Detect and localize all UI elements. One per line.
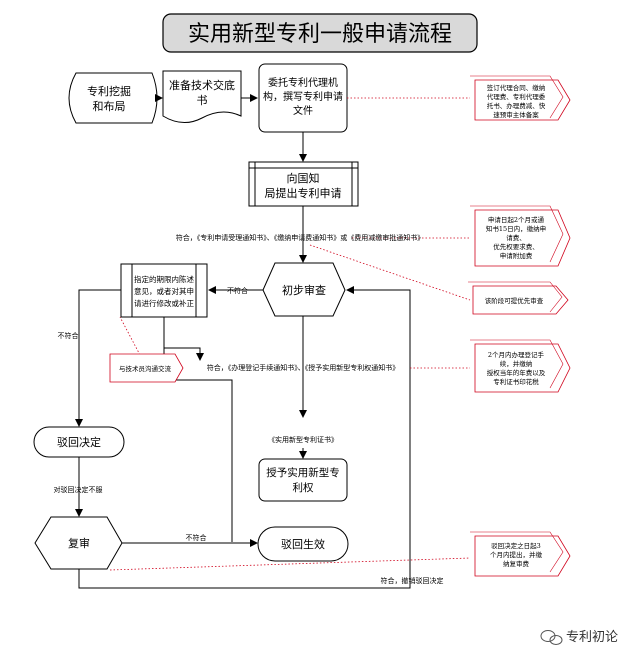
node-label-line: 准备技术交底	[169, 78, 235, 92]
note-line: 签订代理合同、缴纳	[487, 83, 546, 92]
note-registration: 2个月内办理登记手 续，并缴纳 授权当年的年费以及 专利证书印花税	[470, 339, 571, 393]
node-label-line: 向国知	[287, 171, 320, 185]
edge-revoke-loop	[78, 286, 411, 589]
note-line: 授权当年的年费以及	[487, 368, 546, 377]
edge-label-not-conform-left: 不符合	[227, 286, 248, 295]
note-line: 驳回决定之日起3	[491, 541, 541, 550]
note-priority-exam: 该阶段可提优先审查	[468, 281, 569, 315]
node-label: 初步审查	[282, 283, 326, 297]
note-line: 与技术员沟通交流	[119, 364, 172, 373]
node-label-line: 意见，或者对其申	[134, 286, 194, 296]
node-label-line: 授予实用新型专	[266, 466, 340, 479]
edge-label-certificate: 《实用新型专利证书》	[268, 435, 338, 444]
edge-label-register: 符合，《办理登记手续通知书》、《授予实用新型专利权通知书》	[207, 363, 400, 372]
node-label-line: 专利挖掘	[87, 84, 131, 98]
node-label-line: 构，撰写专利申请	[263, 90, 343, 103]
node-label-line: 书	[197, 94, 208, 107]
node-label: 复审	[68, 536, 90, 550]
edge-label-dissatisfied: 对驳回决定不服	[54, 485, 103, 494]
edge-label-accept: 符合，《专利申请受理通知书》、《缴纳申请费通知书》或《费用减缴审批通知书》	[176, 233, 425, 242]
node-submit-application: 向国知 局提出专利申请	[248, 161, 359, 207]
node-label-line: 和布局	[93, 100, 126, 113]
edge-correct-to-register	[163, 317, 204, 361]
note-line: 速预审主体备案	[493, 110, 539, 119]
note-line: 专利证书印花税	[493, 377, 539, 386]
note-line: 纳复审费	[503, 559, 530, 568]
connector-note6	[119, 316, 141, 356]
watermark: 专利初论	[540, 630, 618, 645]
node-submit-corrections: 指定的期限内陈述 意见，或者对其申 请进行修改或补正	[120, 263, 208, 318]
edge-label-reexam-not-conform: 不符合	[186, 533, 207, 542]
page-title: 实用新型专利一般申请流程	[162, 13, 478, 53]
note-line: 请费、	[506, 233, 526, 242]
connector-note3	[309, 244, 471, 301]
watermark-text: 专利初论	[566, 630, 618, 645]
title-text: 实用新型专利一般申请流程	[188, 22, 452, 47]
note-line: 代理费、专利代理委	[487, 92, 546, 101]
node-grant-patent: 授予实用新型专 利权	[258, 458, 348, 502]
node-reexamination: 复审	[34, 516, 123, 570]
note-line: 优先权要求费、	[493, 242, 539, 251]
note-technician-communication: 与技术员沟通交流	[109, 353, 184, 383]
node-label-line: 委托专利代理机	[268, 76, 338, 89]
node-rejection-effective: 驳回生效	[257, 526, 349, 562]
edge-label-not-conform-down: 不符合	[58, 331, 79, 340]
note-line: 个月内提出，并缴	[490, 550, 543, 559]
node-rejection-decision: 驳回决定	[33, 426, 125, 458]
edge-correct-to-effective	[163, 317, 233, 542]
wechat-icon	[540, 630, 563, 645]
node-patent-mining: 专利挖掘 和布局	[68, 72, 158, 124]
note-connectors	[109, 97, 471, 571]
node-entrust-agency: 委托专利代理机 构，撰写专利申请 文件	[258, 63, 348, 133]
note-reexam-fee: 驳回决定之日起3 个月内提出，并缴 纳复审费	[470, 531, 571, 577]
note-application-fee: 申请日起2个月或通 知书15日内，缴纳申 请费、 优先权要求费、 申请附加费	[470, 205, 571, 267]
note-line: 续，并缴纳	[500, 359, 533, 368]
node-label-line: 文件	[293, 104, 313, 117]
node-label-line: 请进行修改或补正	[134, 298, 194, 308]
note-line: 该阶段可提优先审查	[485, 296, 544, 305]
node-prepare-disclosure: 准备技术交底 书	[162, 70, 242, 123]
note-line: 2个月内办理登记手	[488, 350, 545, 359]
note-agency-contract: 签订代理合同、缴纳 代理费、专利代理委 托书、办理费减、快 速预审主体备案	[470, 75, 571, 121]
note-line: 申请日起2个月或通	[488, 215, 545, 224]
edge-label-revoke: 符合，撤销驳回决定	[381, 576, 444, 585]
edge-correct-to-reject	[75, 289, 121, 427]
connector-note5	[109, 557, 471, 571]
node-label: 驳回决定	[57, 435, 101, 449]
note-line: 申请附加费	[500, 251, 533, 260]
node-label: 驳回生效	[281, 537, 325, 551]
node-label-line: 局提出专利申请	[265, 186, 342, 200]
note-line: 知书15日内，缴纳申	[486, 224, 546, 233]
flow-edges	[75, 94, 411, 589]
node-preliminary-exam: 初步审查	[262, 262, 346, 317]
node-label-line: 指定的期限内陈述	[134, 274, 194, 284]
note-line: 托书、办理费减、快	[487, 101, 546, 110]
node-label-line: 利权	[293, 481, 314, 494]
